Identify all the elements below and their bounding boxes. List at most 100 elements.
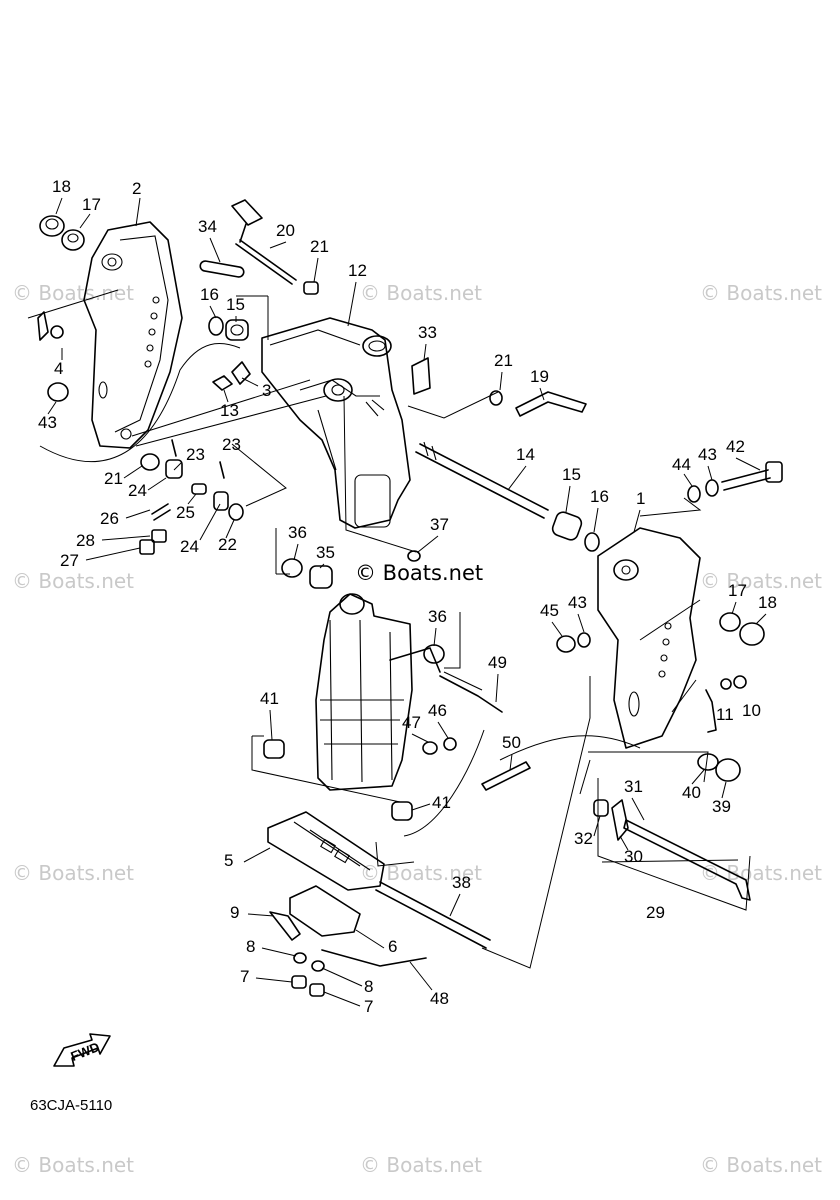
screw-10 [733, 675, 747, 689]
pin-25 [191, 483, 207, 495]
spacer-24-upper [165, 459, 183, 479]
callout-label: 23 [222, 435, 241, 454]
callouts: 18 17 2 34 20 21 12 16 15 4 13 3 33 21 1… [38, 177, 777, 1016]
callout-label: 24 [180, 537, 199, 556]
callout-label: 39 [712, 797, 731, 816]
bushing-15-left [225, 319, 249, 341]
plate-33 [411, 357, 431, 395]
callout-label: 43 [698, 445, 717, 464]
callout-label: 20 [276, 221, 295, 240]
callout-label: 11 [716, 705, 734, 724]
pin-34 [199, 260, 245, 278]
clip-37 [407, 550, 421, 562]
callout-label: 45 [540, 601, 559, 620]
ground-lead-11 [705, 689, 717, 733]
callout-label: 50 [502, 733, 521, 752]
watermark: © Boats.net [700, 1153, 822, 1177]
bolt-7-right [309, 983, 325, 997]
callout-label: 13 [220, 401, 239, 420]
callout-label: 48 [430, 989, 449, 1008]
callout-label: 37 [430, 515, 449, 534]
spring-23-upper [171, 439, 177, 457]
nut-18-left [39, 215, 65, 237]
part-code: 63CJA-5110 [30, 1097, 112, 1114]
nut-21-left [140, 453, 160, 471]
callout-label: 19 [530, 367, 549, 386]
rod-31 [623, 819, 751, 901]
washer-43-mid [577, 632, 591, 648]
callout-label: 23 [186, 445, 205, 464]
mount-5 [267, 811, 385, 891]
callout-label: 21 [494, 351, 513, 370]
callout-label: 14 [516, 445, 535, 464]
callout-label: 7 [240, 967, 249, 986]
callout-label: 18 [758, 593, 777, 612]
callout-label: 35 [316, 543, 335, 562]
callout-label: 1 [636, 489, 645, 508]
callout-label: 36 [428, 607, 447, 626]
callout-label: 16 [200, 285, 219, 304]
swivel-bracket [261, 317, 411, 529]
plug-21-top [303, 281, 319, 295]
washer-11-small [720, 678, 732, 690]
callout-label: 10 [742, 701, 761, 720]
clamp-bracket-right [597, 527, 701, 749]
spring-23-lower [219, 461, 225, 479]
callout-label: 15 [226, 295, 245, 314]
callout-label: 17 [82, 195, 101, 214]
callout-label: 40 [682, 783, 701, 802]
washer-8-left [293, 952, 307, 964]
bushing-15-right [551, 511, 583, 541]
callout-label: 43 [568, 593, 587, 612]
callout-label: 32 [574, 829, 593, 848]
callout-label: 41 [432, 793, 451, 812]
watermark-center: © Boats.net [355, 561, 483, 585]
callout-label: 29 [646, 903, 665, 922]
shaft-14 [415, 441, 549, 519]
callout-label: 9 [230, 903, 239, 922]
callout-label: 38 [452, 873, 471, 892]
callout-pointers [47, 197, 767, 1007]
callout-label: 16 [590, 487, 609, 506]
washer-8-right [311, 960, 325, 972]
spring-26 [151, 503, 171, 521]
callout-label: 44 [672, 455, 691, 474]
callout-label: 3 [262, 381, 271, 400]
callout-label: 31 [624, 777, 643, 796]
callout-label: 28 [76, 531, 95, 550]
callout-label: 22 [218, 535, 237, 554]
bushing-36-lower [423, 644, 445, 664]
callout-label: 12 [348, 261, 367, 280]
clamp-bracket-left [83, 221, 183, 449]
plate-30 [611, 799, 629, 841]
nut-18-right [739, 622, 765, 646]
callout-label: 24 [128, 481, 147, 500]
callout-label: 18 [52, 177, 71, 196]
watermark: © Boats.net [12, 861, 134, 885]
rod-38 [375, 881, 491, 949]
clip-21-right [489, 390, 503, 406]
callout-label: 21 [310, 237, 329, 256]
callout-label: 49 [488, 653, 507, 672]
bushing-41-lower [391, 801, 413, 821]
callout-label: 17 [728, 581, 747, 600]
watermark: © Boats.net [360, 1153, 482, 1177]
lever-19 [515, 391, 587, 417]
callout-label: 2 [132, 179, 141, 198]
washer-40 [697, 753, 719, 771]
nut-45 [556, 635, 576, 653]
callout-label: 30 [624, 847, 643, 866]
bolt-27 [139, 539, 155, 555]
watermark: © Boats.net [12, 569, 134, 593]
callout-label: 34 [198, 217, 217, 236]
callout-label: 4 [54, 359, 63, 378]
cable-tie-50 [481, 761, 531, 791]
spacer-24-lower [213, 491, 229, 511]
bracket-9 [269, 911, 301, 941]
callout-label: 26 [100, 509, 119, 528]
callout-label: 7 [364, 997, 373, 1016]
bolt-7-left [291, 975, 307, 989]
fwd-label: FWD [68, 1039, 101, 1064]
screw-46 [443, 737, 457, 751]
lead-wire-48 [321, 949, 427, 967]
